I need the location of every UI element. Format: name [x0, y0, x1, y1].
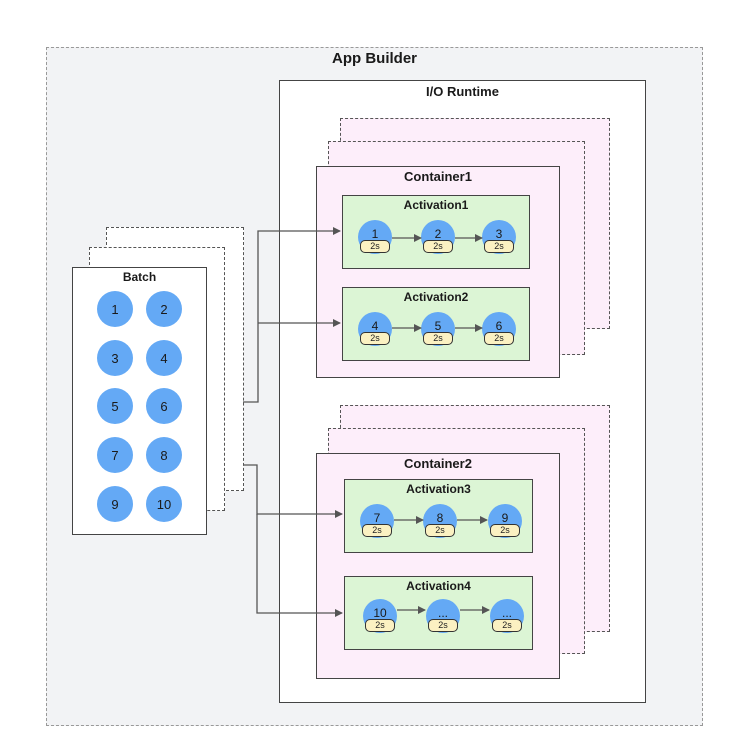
duration-badge: 2s: [360, 332, 390, 345]
activation-item: 5 2s: [421, 312, 455, 346]
container1: Container1 Activation1 1 2s 2 2s 3 2s Ac…: [316, 166, 560, 378]
container2-title: Container2: [404, 456, 472, 471]
activation3: Activation3 7 2s 8 2s 9 2s: [344, 479, 533, 553]
activation-item-number: 3: [495, 227, 503, 241]
activation-item: 1 2s: [358, 220, 392, 254]
activation1-title: Activation1: [403, 198, 469, 212]
duration-badge: 2s: [360, 240, 390, 253]
activation-item-number: 1: [371, 227, 379, 241]
activation-item: 6 2s: [482, 312, 516, 346]
activation-item-number: 8: [436, 511, 444, 525]
activation2-title: Activation2: [403, 290, 469, 304]
activation-item: 3 2s: [482, 220, 516, 254]
duration-badge: 2s: [425, 524, 455, 537]
duration-badge: 2s: [428, 619, 458, 632]
batch-item: 7: [97, 437, 133, 473]
batch-item: 2: [146, 291, 182, 327]
batch-panel: Batch 1 2 3 4 5 6 7 8 9 10: [72, 267, 207, 535]
activation-item-number: 9: [501, 511, 509, 525]
activation-item: 2 2s: [421, 220, 455, 254]
activation-item-number: ...: [501, 606, 512, 620]
activation-item-number: ...: [437, 606, 448, 620]
activation-item: 8 2s: [423, 504, 457, 538]
activation-item-number: 10: [373, 606, 387, 620]
activation-item-number: 7: [373, 511, 381, 525]
activation2: Activation2 4 2s 5 2s 6 2s: [342, 287, 530, 361]
activation-item: ... 2s: [490, 599, 524, 633]
batch-item: 10: [146, 486, 182, 522]
batch-item: 8: [146, 437, 182, 473]
duration-badge: 2s: [484, 332, 514, 345]
batch-item: 6: [146, 388, 182, 424]
activation-item: 7 2s: [360, 504, 394, 538]
activation1: Activation1 1 2s 2 2s 3 2s: [342, 195, 530, 269]
io-runtime-title: I/O Runtime: [426, 84, 499, 99]
batch-item: 1: [97, 291, 133, 327]
batch-item: 5: [97, 388, 133, 424]
activation-item-number: 5: [434, 319, 442, 333]
activation-item: ... 2s: [426, 599, 460, 633]
activation4-title: Activation4: [406, 579, 471, 593]
activation-item-number: 6: [495, 319, 503, 333]
activation-item-number: 4: [371, 319, 379, 333]
activation4: Activation4 10 2s ... 2s ... 2s: [344, 576, 533, 650]
duration-badge: 2s: [492, 619, 522, 632]
duration-badge: 2s: [362, 524, 392, 537]
batch-item: 4: [146, 340, 182, 376]
batch-item: 9: [97, 486, 133, 522]
duration-badge: 2s: [423, 332, 453, 345]
activation-item: 9 2s: [488, 504, 522, 538]
duration-badge: 2s: [365, 619, 395, 632]
container1-title: Container1: [404, 169, 472, 184]
activation-item-number: 2: [434, 227, 442, 241]
activation3-title: Activation3: [406, 482, 471, 496]
container2: Container2 Activation3 7 2s 8 2s 9 2s Ac…: [316, 453, 560, 679]
duration-badge: 2s: [423, 240, 453, 253]
app-builder-title: App Builder: [332, 50, 417, 67]
activation-item: 4 2s: [358, 312, 392, 346]
duration-badge: 2s: [484, 240, 514, 253]
batch-title: Batch: [122, 270, 157, 284]
activation-item: 10 2s: [363, 599, 397, 633]
batch-item: 3: [97, 340, 133, 376]
duration-badge: 2s: [490, 524, 520, 537]
